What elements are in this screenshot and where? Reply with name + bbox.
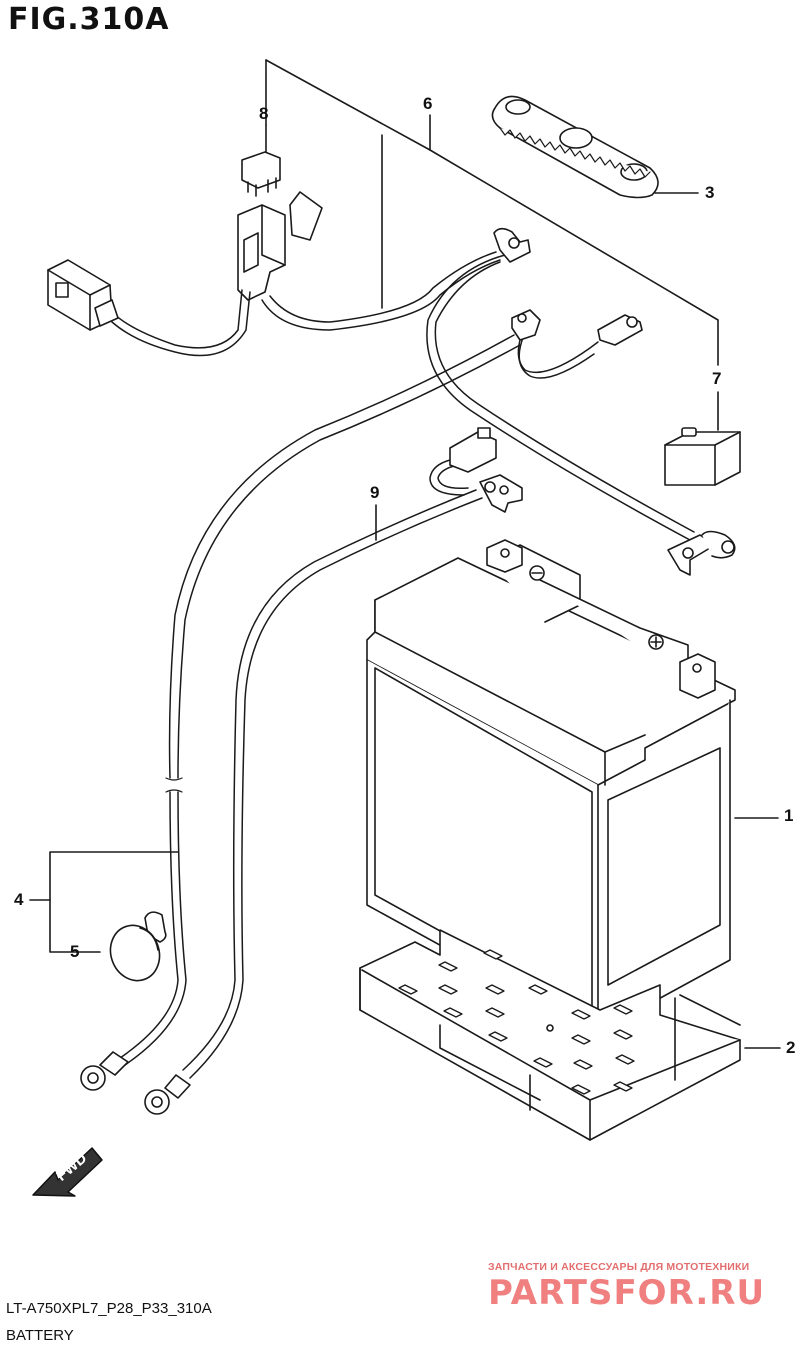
- fwd-arrow: FWD: [32, 1147, 103, 1197]
- battery: [366, 539, 736, 1033]
- cable-break: [165, 777, 183, 793]
- figure-title: FIG.310A: [8, 2, 170, 37]
- terminal-eyelet-relay: [667, 530, 736, 576]
- wire-coupler: [47, 259, 119, 331]
- starter-relay: [664, 427, 741, 486]
- callout-9: 9: [370, 483, 380, 502]
- small-connector: [597, 314, 643, 346]
- model-code: LT-A750XPL7_P28_P33_310A: [6, 1300, 212, 1317]
- ring-terminal-cable9: [144, 1074, 191, 1115]
- watermark-tagline: ЗАПЧАСТИ И АКСЕССУАРЫ ДЛЯ МОТОТЕХНИКИ: [488, 1261, 750, 1273]
- callout-7: 7: [712, 369, 722, 388]
- callout-1: 1: [784, 806, 794, 825]
- fuse: [241, 151, 281, 197]
- watermark-brand: PARTSFOR.RU: [488, 1273, 766, 1313]
- terminal-cover: [109, 911, 167, 982]
- battery-band: [491, 95, 659, 199]
- battery-cable-9: [182, 459, 483, 1079]
- ring-terminal-cable4: [80, 1051, 129, 1091]
- callout-5: 5: [70, 942, 80, 961]
- terminal-cable4-top: [511, 309, 541, 341]
- battery-tray: [359, 929, 741, 1141]
- connector-cable9: [449, 427, 497, 473]
- terminal-cable9-top: [479, 474, 523, 513]
- callout-6: 6: [423, 94, 433, 113]
- callout-3: 3: [705, 183, 715, 202]
- callout-8: 8: [259, 104, 269, 123]
- harness-6-wires: [111, 251, 695, 541]
- terminal-eyelet-top: [493, 227, 531, 263]
- figure-name: BATTERY: [6, 1327, 74, 1344]
- leader-lines: [29, 59, 781, 1049]
- callout-4: 4: [14, 890, 24, 909]
- fuse-holder: [237, 191, 323, 301]
- callout-2: 2: [786, 1038, 796, 1057]
- battery-cable-4: [119, 334, 599, 1066]
